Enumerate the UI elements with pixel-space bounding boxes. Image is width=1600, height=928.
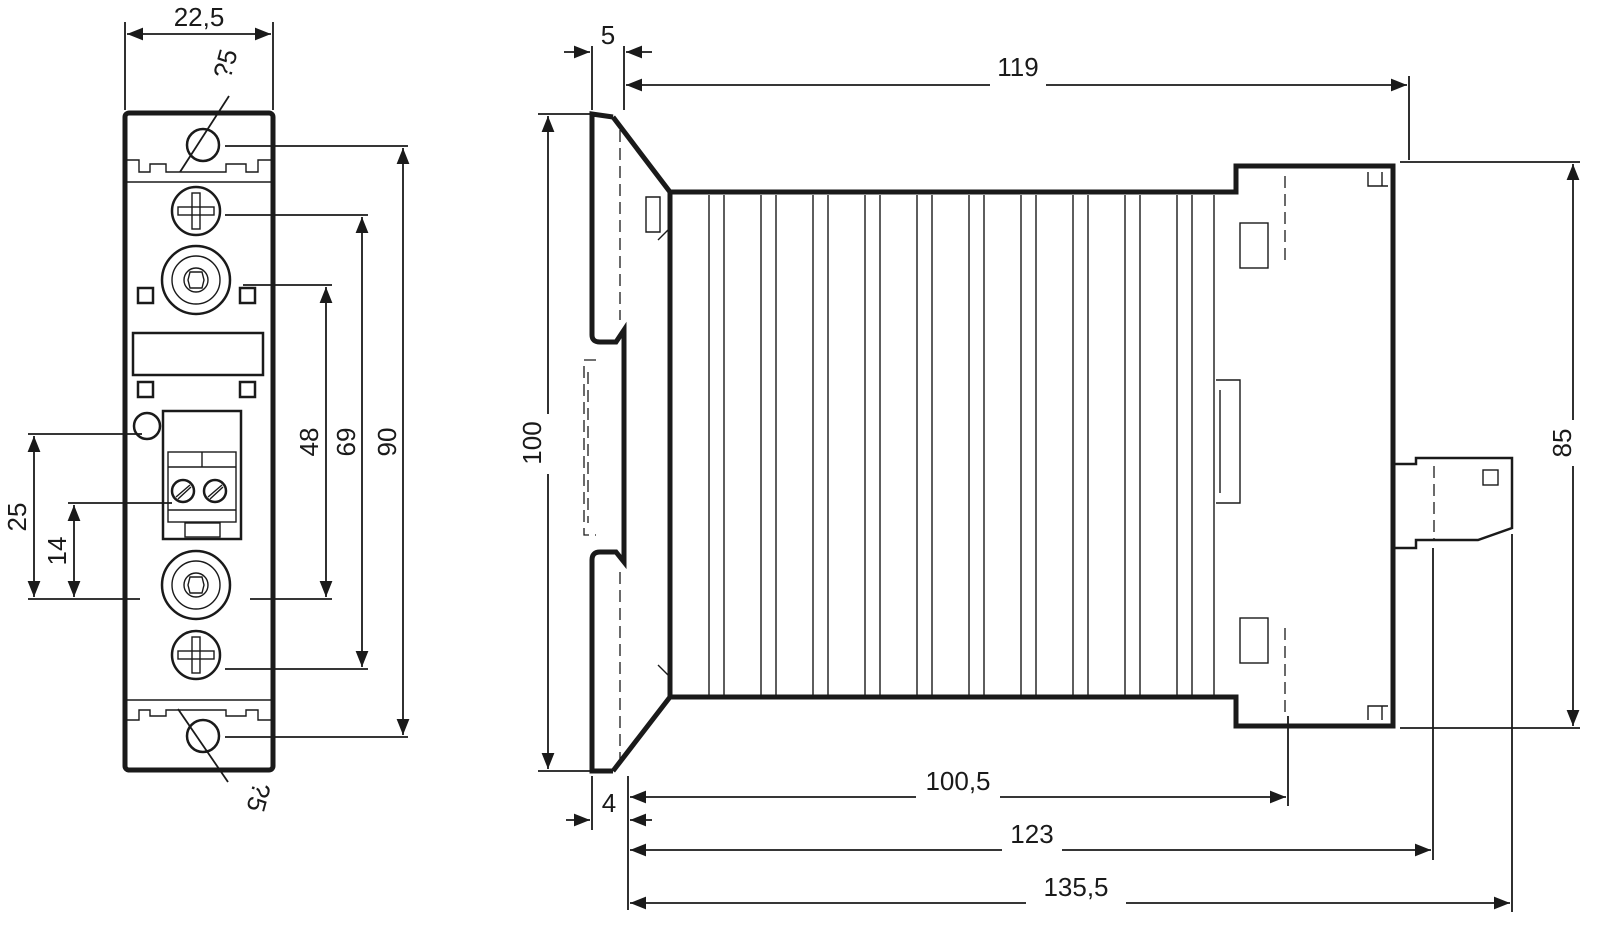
dim-label-48: 48 <box>294 428 324 457</box>
din-mount-plate <box>589 111 627 774</box>
housing-clip <box>1216 379 1241 504</box>
front-body-outline <box>122 110 276 773</box>
led-square-top-right <box>238 286 257 305</box>
led-square-top-left <box>136 286 155 305</box>
status-led <box>132 411 162 441</box>
dim-label-123-bg <box>1002 822 1062 854</box>
dim-label-85-bg <box>1548 420 1578 466</box>
dim-label-100-5-bg <box>916 770 1000 802</box>
mount-clip <box>645 196 661 233</box>
label-window <box>131 331 265 377</box>
dim-label-69: 69 <box>331 428 361 457</box>
front-bottom-band <box>127 699 271 721</box>
top-mounting-screw <box>185 127 221 163</box>
dim-label-119-bg <box>990 62 1046 92</box>
lower-phillips-terminal <box>170 629 222 681</box>
control-terminal-block <box>161 409 243 541</box>
mount-flange <box>611 115 673 773</box>
housing-top-tab <box>1367 172 1388 187</box>
top-screw-leader <box>179 95 230 173</box>
dim-label-25: 25 <box>2 503 32 532</box>
connector-tab <box>1482 469 1499 486</box>
housing-bottom-tab <box>1367 705 1388 720</box>
front-top-band <box>127 159 271 183</box>
housing-window-bottom <box>1239 617 1269 664</box>
dim-label-5: 5 <box>601 20 615 50</box>
lower-torx-terminal <box>160 549 232 621</box>
front-connector <box>1393 456 1514 550</box>
front-view: 22,5 ?5 ?5 48 69 90 25 14 <box>2 2 410 815</box>
dim-label-135-5: 135,5 <box>1043 872 1108 902</box>
dim-label-screw-top: ?5 <box>207 46 243 82</box>
din-rail-hidden <box>583 359 596 536</box>
dim-label-135-5-bg <box>1026 875 1126 907</box>
bottom-mounting-screw <box>185 718 221 754</box>
housing-window-top <box>1239 222 1269 269</box>
dim-width-22-5 <box>124 22 274 110</box>
dim-label-14: 14 <box>42 537 72 566</box>
led-square-bottom-right <box>238 380 257 399</box>
upper-torx-terminal <box>160 244 232 316</box>
dim-label-100-5: 100,5 <box>925 766 990 796</box>
dim-label-22-5: 22,5 <box>174 2 225 32</box>
side-view: 5 119 100 85 4 100,5 123 <box>517 20 1580 912</box>
heatsink-outline <box>670 163 1396 729</box>
dim-label-90: 90 <box>372 428 402 457</box>
dim-label-screw-bottom: ?5 <box>240 779 276 815</box>
upper-phillips-terminal <box>170 185 222 237</box>
dim-label-123: 123 <box>1010 819 1053 849</box>
dim-label-100: 100 <box>517 421 547 464</box>
bottom-screw-leader <box>177 708 229 783</box>
dim-label-100-bg <box>520 414 552 474</box>
mount-latch <box>657 227 671 678</box>
dim-label-119: 119 <box>997 52 1038 82</box>
dim-label-4: 4 <box>602 788 616 818</box>
heatsink-fins <box>708 195 1215 695</box>
dim-label-85: 85 <box>1547 429 1577 458</box>
led-square-bottom-left <box>136 380 155 399</box>
